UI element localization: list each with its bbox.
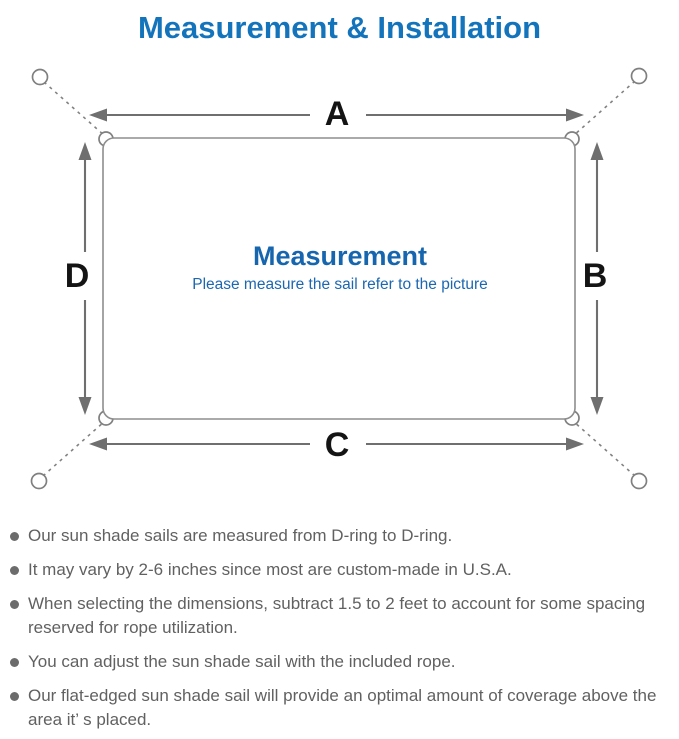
- note-text: When selecting the dimensions, subtract …: [28, 594, 646, 637]
- diagram-subheading: Please measure the sail refer to the pic…: [192, 276, 488, 293]
- anchor-point-icon-top-left: [31, 68, 49, 86]
- bullet-icon: [10, 692, 19, 701]
- anchor-point-icons: [30, 67, 648, 490]
- edge-label-b: B: [583, 257, 608, 295]
- rope-line-bottom-left: [42, 420, 106, 477]
- rope-line-bottom-right: [572, 420, 636, 477]
- diagram-heading: Measurement: [253, 241, 427, 271]
- page-title: Measurement & Installation: [137, 10, 542, 45]
- note-text: Our sun shade sails are measured from D-…: [28, 526, 453, 545]
- rope-line-top-left: [43, 81, 106, 137]
- anchor-rope-lines: [42, 80, 636, 477]
- list-item: It may vary by 2-6 inches since most are…: [8, 558, 673, 582]
- dimension-arrow-d: [78, 142, 92, 415]
- bullet-icon: [10, 532, 19, 541]
- list-item: You can adjust the sun shade sail with t…: [8, 650, 673, 674]
- edge-label-c: C: [325, 426, 350, 464]
- dimension-arrow-c: [89, 437, 584, 451]
- anchor-point-icon-bottom-left: [30, 472, 48, 490]
- list-item: Our sun shade sails are measured from D-…: [8, 524, 673, 548]
- sail-measurement-diagram: A B C D Measurement Please measure the s…: [0, 58, 679, 520]
- edge-label-a: A: [325, 95, 350, 133]
- note-text: You can adjust the sun shade sail with t…: [28, 652, 456, 671]
- sail-outline: [102, 137, 576, 420]
- anchor-point-icon-top-right: [630, 67, 648, 85]
- bullet-icon: [10, 658, 19, 667]
- dimension-arrow-b: [590, 142, 604, 415]
- list-item: When selecting the dimensions, subtract …: [8, 592, 673, 640]
- anchor-point-icon-bottom-right: [630, 472, 648, 490]
- note-text: Our flat-edged sun shade sail will provi…: [28, 686, 657, 729]
- list-item: Our flat-edged sun shade sail will provi…: [8, 684, 673, 732]
- bullet-icon: [10, 600, 19, 609]
- edge-label-d: D: [65, 257, 90, 295]
- rope-line-top-right: [572, 80, 636, 137]
- note-text: It may vary by 2-6 inches since most are…: [28, 560, 512, 579]
- bullet-icon: [10, 566, 19, 575]
- dimension-arrow-a: [89, 108, 584, 122]
- notes-list: Our sun shade sails are measured from D-…: [0, 524, 679, 739]
